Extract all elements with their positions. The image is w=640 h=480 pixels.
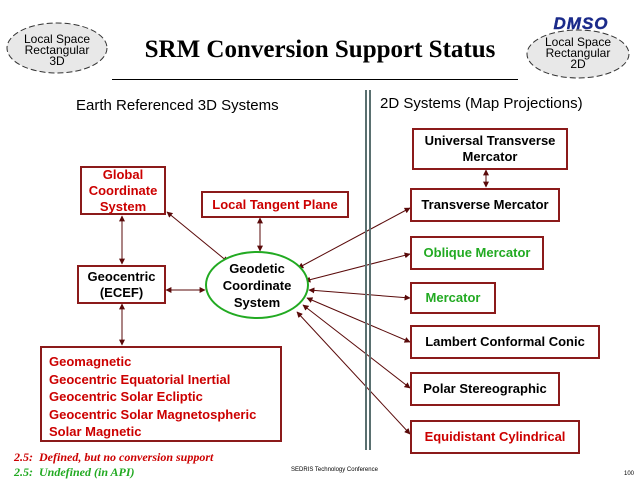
list-item: Geocentric Equatorial Inertial: [49, 371, 231, 387]
page-title: SRM Conversion Support Status: [144, 36, 496, 63]
list-item: Geocentric Solar Ecliptic: [49, 389, 203, 404]
node-oblique-mercator: Oblique Mercator: [410, 236, 544, 270]
list-item: Solar Magnetic: [49, 424, 142, 439]
legend-red: 2.5: Defined, but no conversion support: [14, 450, 214, 464]
arrow-global-geodetic: [166, 211, 229, 263]
node-mercator: Mercator: [410, 282, 496, 314]
node-local-tangent-plane: Local Tangent Plane: [201, 191, 349, 218]
page-number: 100: [624, 471, 635, 477]
node-lambert-conformal-conic: Lambert Conformal Conic: [410, 325, 600, 359]
heading-3d: Earth Referenced 3D Systems: [76, 97, 279, 114]
arrow-geodetic-equidistant: [296, 311, 411, 435]
title-rule: [112, 79, 518, 80]
svg-text:DMSO: DMSO: [554, 14, 609, 32]
footer-text: SEDRIS Technology Conference: [291, 467, 378, 473]
dmso-logo: DMSO: [538, 14, 624, 33]
node-polar-stereographic: Polar Stereographic: [410, 372, 560, 406]
node-geocentric-ecef: Geocentric(ECEF): [77, 265, 166, 304]
cloud-right: Local Space Rectangular 2D: [522, 26, 634, 82]
legend-green: 2.5: Undefined (in API): [14, 465, 135, 479]
node-equidistant-cylindrical: Equidistant Cylindrical: [410, 420, 580, 454]
cloud-left: Local Space Rectangular 3D: [2, 18, 112, 78]
list-3d-systems: Geomagnetic Geocentric Equatorial Inerti…: [40, 346, 282, 442]
list-item: Geomagnetic: [49, 354, 132, 369]
arrow-geodetic-oblique: [304, 252, 411, 283]
heading-2d: 2D Systems (Map Projections): [380, 95, 583, 112]
arrow-geodetic-mercator: [308, 287, 411, 301]
list-item: Geocentric Solar Magnetospheric: [49, 406, 257, 422]
node-transverse-mercator: Transverse Mercator: [410, 188, 560, 222]
